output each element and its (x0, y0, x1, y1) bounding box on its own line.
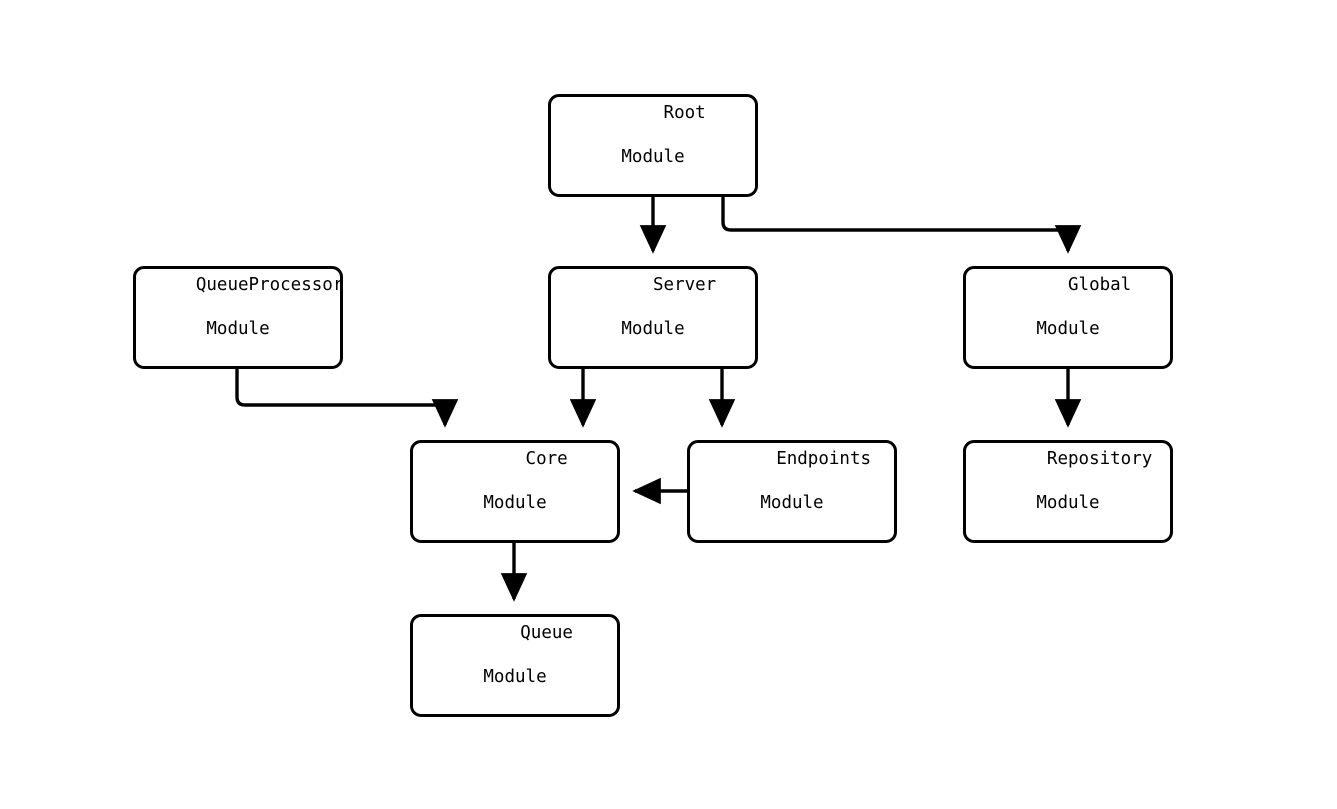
node-global-module-suffix: Module (1036, 318, 1100, 339)
node-global-module-name: Global (1068, 274, 1132, 295)
node-queue-module-suffix: Module (483, 666, 547, 687)
node-endpoints-module[interactable]: Endpoints Module (687, 440, 897, 543)
node-repository-module-label: Repository Module (984, 426, 1153, 558)
node-queueprocessor-module-label: QueueProcessor Module (133, 252, 344, 384)
node-repository-module-suffix: Module (1036, 492, 1100, 513)
node-core-module-name: Core (525, 448, 568, 469)
node-root-module-suffix: Module (621, 146, 685, 167)
node-core-module[interactable]: Core Module (410, 440, 620, 543)
node-global-module[interactable]: Global Module (963, 266, 1173, 369)
node-server-module[interactable]: Server Module (548, 266, 758, 369)
node-root-module[interactable]: Root Module (548, 94, 758, 197)
node-repository-module[interactable]: Repository Module (963, 440, 1173, 543)
node-endpoints-module-suffix: Module (760, 492, 824, 513)
node-queueprocessor-module-name: QueueProcessor (195, 274, 344, 295)
node-queueprocessor-module-suffix: Module (206, 318, 270, 339)
node-server-module-suffix: Module (621, 318, 685, 339)
node-root-module-label: Root Module (600, 80, 705, 212)
node-queue-module-label: Queue Module (457, 600, 573, 732)
node-core-module-suffix: Module (483, 492, 547, 513)
node-server-module-label: Server Module (590, 252, 716, 384)
node-queue-module-name: Queue (520, 622, 573, 643)
node-queue-module[interactable]: Queue Module (410, 614, 620, 717)
node-queueprocessor-module[interactable]: QueueProcessor Module (133, 266, 343, 369)
node-core-module-label: Core Module (462, 426, 567, 558)
node-global-module-label: Global Module (1005, 252, 1131, 384)
node-endpoints-module-label: Endpoints Module (713, 426, 871, 558)
node-root-module-name: Root (663, 102, 706, 123)
edge-queueprocessor-to-core (235, 369, 459, 428)
node-server-module-name: Server (653, 274, 717, 295)
node-endpoints-module-name: Endpoints (776, 448, 872, 469)
edge-root-to-global (721, 197, 1082, 254)
node-repository-module-name: Repository (1046, 448, 1153, 469)
